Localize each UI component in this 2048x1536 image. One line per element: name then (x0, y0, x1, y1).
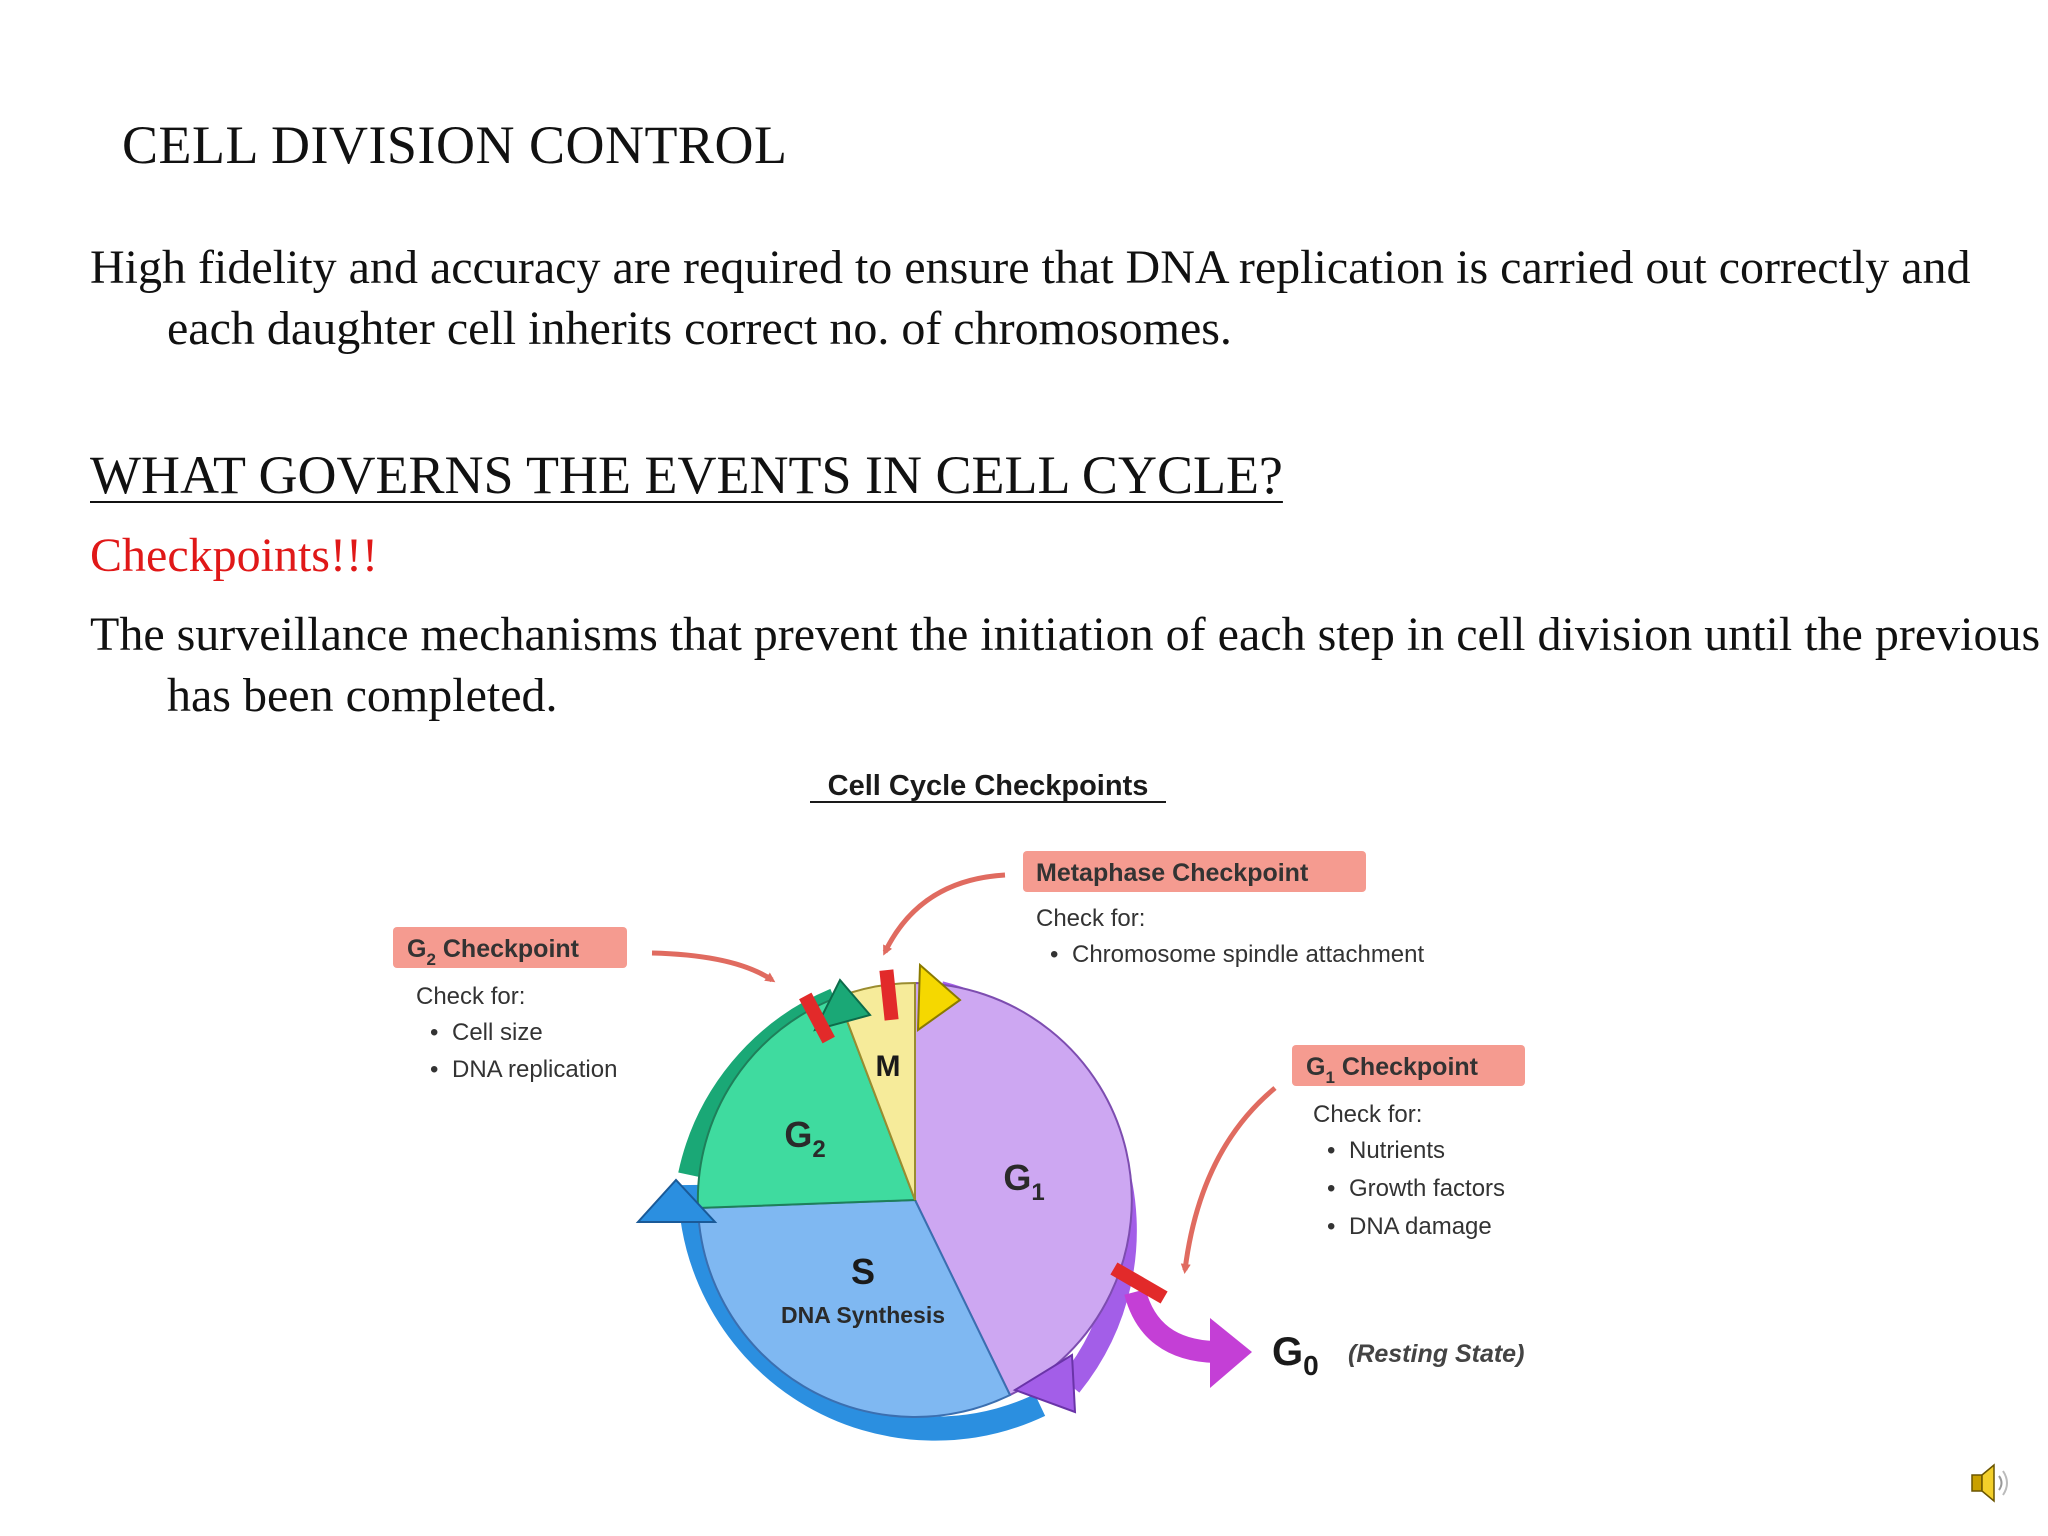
intro-paragraph: High fidelity and accuracy are required … (90, 241, 1971, 355)
g1-checkpoint-bar (1110, 1262, 1168, 1304)
m-label: M (876, 1050, 901, 1083)
g1-wedge (914, 981, 1133, 1397)
metaphase-checkpoint-bar (879, 969, 899, 1021)
metaphase-bullet: • (1050, 941, 1058, 968)
g1-bullet-3: • (1327, 1213, 1335, 1240)
g0-exit-path (1124, 1288, 1216, 1363)
diagram-title: Cell Cycle Checkpoints (828, 770, 1149, 802)
g1-checkpoint-callout: G1 Checkpoint Check for: • Nutrients • G… (1180, 1045, 1525, 1274)
g1-pointer-arrow (1180, 1086, 1277, 1274)
g2-label: G2 (784, 1114, 825, 1163)
g1-arrowhead (1012, 1353, 1077, 1414)
g2-pointer-arrow (651, 950, 776, 983)
definition-paragraph: The surveillance mechanisms that prevent… (90, 608, 2041, 722)
metaphase-check-for: Check for: (1036, 905, 1145, 932)
metaphase-pointer-arrow (882, 872, 1006, 956)
g1-item-3: DNA damage (1349, 1213, 1492, 1240)
g2-bullet-1: • (430, 1019, 438, 1046)
s-caption: DNA Synthesis (781, 1302, 945, 1328)
s-wedge (696, 1198, 1012, 1418)
metaphase-item: Chromosome spindle attachment (1072, 941, 1425, 968)
g2-checkpoint-label: G2 Checkpoint (407, 935, 580, 969)
metaphase-checkpoint-callout: Metaphase Checkpoint Check for: • Chromo… (882, 851, 1425, 968)
g2-arrowhead (813, 978, 872, 1032)
cell-cycle-diagram: Cell Cycle Checkpoints (115, 755, 1955, 1525)
g1-checkpoint-label: G1 Checkpoint (1306, 1053, 1479, 1087)
g2-check-for: Check for: (416, 983, 525, 1010)
g0-exit-arrowhead (1210, 1318, 1252, 1388)
g1-bullet-2: • (1327, 1175, 1335, 1202)
g0-caption: (Resting State) (1348, 1340, 1524, 1368)
g2-item-1: Cell size (452, 1019, 543, 1046)
s-arrowhead (635, 1178, 718, 1223)
metaphase-checkpoint-label: Metaphase Checkpoint (1036, 859, 1309, 887)
g1-item-1: Nutrients (1349, 1137, 1445, 1164)
g1-bullet-1: • (1327, 1137, 1335, 1164)
g1-item-2: Growth factors (1349, 1175, 1505, 1202)
g2-checkpoint-callout: G2 Checkpoint Check for: • Cell size • D… (393, 927, 776, 1083)
answer-highlight: Checkpoints!!! (90, 529, 378, 582)
s-label: S (851, 1251, 875, 1292)
g1-check-for: Check for: (1313, 1101, 1422, 1128)
m-arrowhead (916, 962, 962, 1032)
g1-checkpoint-label-box (1292, 1045, 1525, 1086)
g2-checkpoint-bar (799, 992, 835, 1044)
g2-bullet-2: • (430, 1056, 438, 1083)
inner-wedges (696, 981, 1133, 1418)
question-heading: WHAT GOVERNS THE EVENTS IN CELL CYCLE? (90, 445, 1283, 505)
g1-label: G1 (1003, 1157, 1044, 1206)
g2-checkpoint-label-box (393, 927, 627, 968)
g0-label: G0 (1272, 1330, 1319, 1381)
metaphase-checkpoint-label-box (1023, 851, 1366, 892)
g2-item-2: DNA replication (452, 1056, 617, 1083)
speaker-icon[interactable] (1968, 1458, 2012, 1508)
slide-title: CELL DIVISION CONTROL (122, 115, 788, 175)
s-ring-arc (678, 1184, 1046, 1441)
